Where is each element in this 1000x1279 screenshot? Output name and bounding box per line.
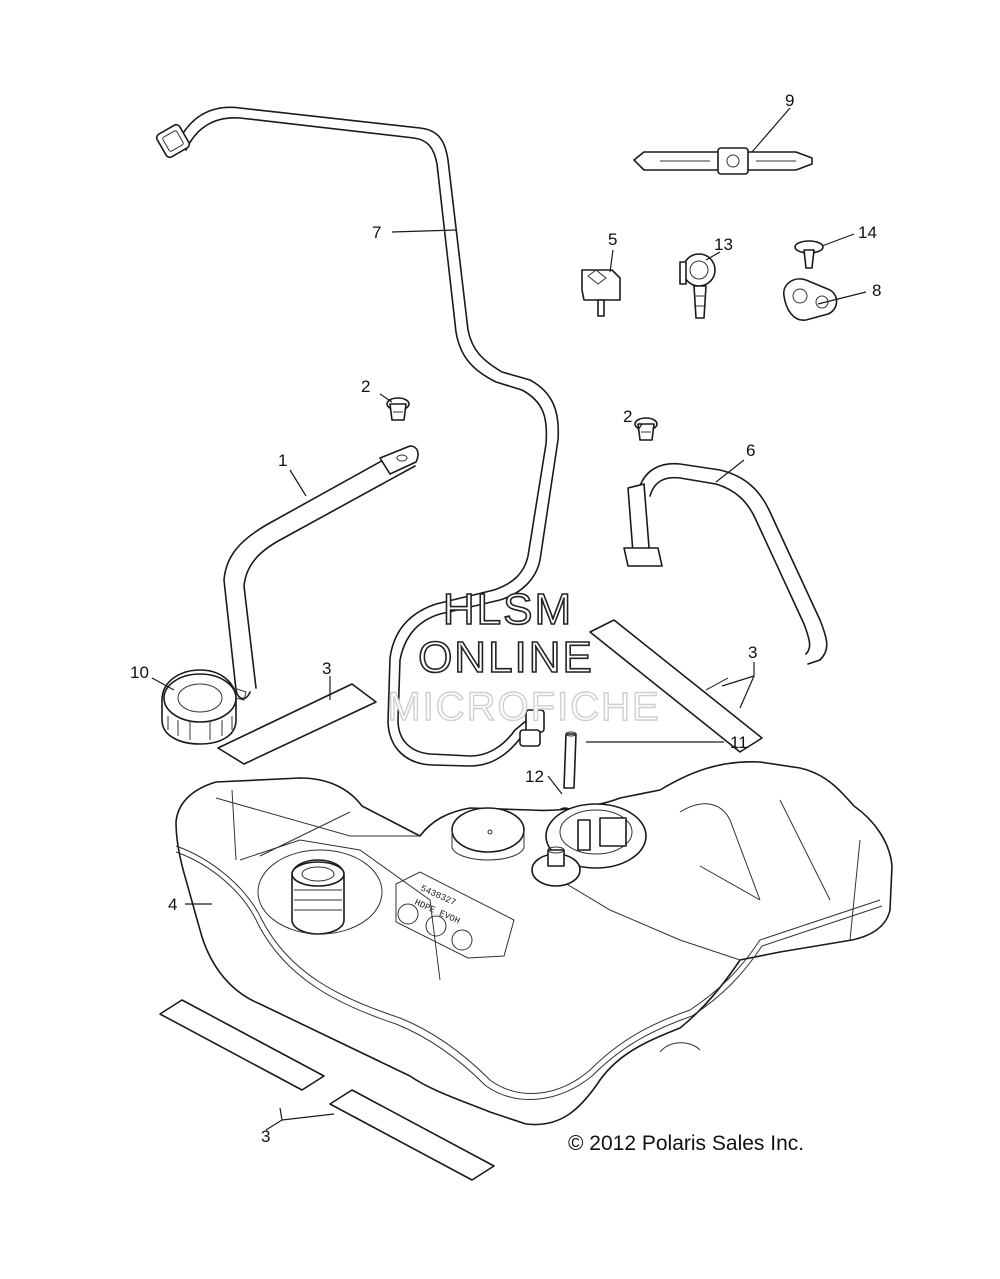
watermark-line-1: HLSM <box>443 585 573 634</box>
fuel-cap-part[interactable] <box>161 669 247 745</box>
vent-hose-part[interactable] <box>155 106 560 767</box>
callout-4: 4 <box>168 895 177 914</box>
callout-2a: 2 <box>361 377 370 396</box>
push-rivet-part-a[interactable] <box>386 397 410 421</box>
hose-clip-part[interactable] <box>679 253 716 319</box>
breather-tube-part[interactable] <box>563 731 577 789</box>
callout-9: 9 <box>785 91 794 110</box>
clip-part[interactable] <box>581 269 621 317</box>
callout-3a: 3 <box>322 659 331 678</box>
screw-part[interactable] <box>794 240 824 269</box>
callout-7: 7 <box>372 223 381 242</box>
callout-8: 8 <box>872 281 881 300</box>
callout-1: 1 <box>278 451 287 470</box>
callout-3b: 3 <box>748 643 757 662</box>
callout-12: 12 <box>525 767 544 786</box>
foam-pad-part-lower-left[interactable] <box>159 999 325 1091</box>
tank-strap-left-part[interactable] <box>223 445 419 700</box>
callout-11: 11 <box>730 733 748 752</box>
callout-14: 14 <box>858 223 877 242</box>
foam-pad-part-lower-right[interactable] <box>329 1089 495 1181</box>
callout-5: 5 <box>608 230 617 249</box>
watermark-line-3: MICROFICHE <box>387 685 660 729</box>
tank-strap-right-part[interactable] <box>623 462 828 665</box>
callout-10: 10 <box>130 663 149 682</box>
callout-2b: 2 <box>623 407 632 426</box>
callout-13: 13 <box>714 235 733 254</box>
cable-tie-part[interactable] <box>633 147 813 175</box>
callout-6: 6 <box>746 441 755 460</box>
callout-labels: 1 2 2 3 3 3 4 5 6 7 8 9 10 11 12 13 14 <box>130 91 881 1146</box>
double-clip-part[interactable] <box>783 278 838 321</box>
copyright-notice: © 2012 Polaris Sales Inc. <box>568 1132 804 1155</box>
watermark-line-2: ONLINE <box>418 633 594 682</box>
foam-pad-part-upper-left[interactable] <box>217 683 377 765</box>
leader-lines <box>151 107 867 1131</box>
foam-pad-part-upper-right[interactable] <box>589 619 763 753</box>
fuel-tank-part[interactable]: 5438327 HDPE EVOH <box>175 760 893 1126</box>
watermark: HLSM ONLINE MICROFICHE <box>387 584 660 730</box>
callout-3c: 3 <box>261 1127 270 1146</box>
